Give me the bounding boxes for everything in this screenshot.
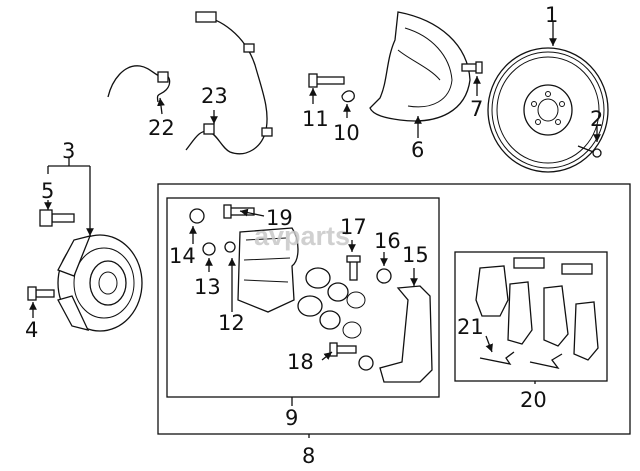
caliper-housing <box>224 227 299 313</box>
callout-21: 21 <box>457 315 484 339</box>
watermark: avparts <box>254 221 350 251</box>
callout-10: 10 <box>333 121 360 145</box>
wire-harness-connector-22 <box>157 71 169 83</box>
wheel-hub <box>57 234 143 332</box>
guide-pin-17 <box>346 255 361 281</box>
hub-bolt-4 <box>27 286 55 301</box>
brake-rotor <box>487 47 609 173</box>
caliper-bracket <box>379 285 433 383</box>
callout-9: 9 <box>285 406 298 430</box>
pad-clip-top-2 <box>561 263 593 275</box>
callout-2: 2 <box>590 107 603 131</box>
brake-pad-outer <box>543 285 599 361</box>
nut-lower <box>358 355 374 371</box>
callout-17: 17 <box>340 215 367 239</box>
callout-20: 20 <box>520 388 547 412</box>
callout-11: 11 <box>302 107 329 131</box>
pad-clip-top-1 <box>513 257 545 269</box>
piston-seals <box>297 267 366 339</box>
hub-bolt-5 <box>39 209 75 227</box>
callout-23: 23 <box>201 84 228 108</box>
abs-sensor-clip-3 <box>203 123 215 135</box>
callout-18: 18 <box>287 350 314 374</box>
callout-6: 6 <box>411 138 424 162</box>
callout-15: 15 <box>402 243 429 267</box>
callout-4: 4 <box>25 318 38 342</box>
callout-13: 13 <box>194 275 221 299</box>
pad-spring-21b <box>529 353 563 369</box>
pad-kit-box <box>454 251 608 382</box>
callout-14: 14 <box>169 244 196 268</box>
sensor-bolt <box>308 73 345 88</box>
bleeder-screw <box>202 242 216 256</box>
callout-12: 12 <box>218 311 245 335</box>
caliper-inner-box <box>166 197 440 398</box>
wire-harness-22 <box>107 65 171 103</box>
callout-5: 5 <box>41 179 54 203</box>
callout-16: 16 <box>374 229 401 253</box>
callout-19: 19 <box>266 206 293 230</box>
rotor-screw <box>577 145 602 158</box>
abs-sensor-clip-1 <box>243 43 255 53</box>
guide-pin-18 <box>329 342 357 357</box>
caliper-assembly-outer-box <box>157 183 631 435</box>
bleeder-cap <box>189 208 205 224</box>
abs-sensor-connector <box>195 11 217 23</box>
shield-bolt <box>461 61 483 74</box>
nut-16 <box>376 268 392 284</box>
callout-7: 7 <box>470 97 483 121</box>
pad-spring-21a <box>479 351 515 365</box>
brake-pad-inner <box>475 265 533 345</box>
callout-3: 3 <box>62 139 75 163</box>
guide-bolt-19 <box>223 204 255 219</box>
dust-shield <box>369 11 471 122</box>
abs-sensor-clip-2 <box>261 127 273 137</box>
callout-1: 1 <box>545 3 558 27</box>
retaining-clip <box>341 90 355 103</box>
callout-8: 8 <box>302 444 315 468</box>
callout-22: 22 <box>148 116 175 140</box>
